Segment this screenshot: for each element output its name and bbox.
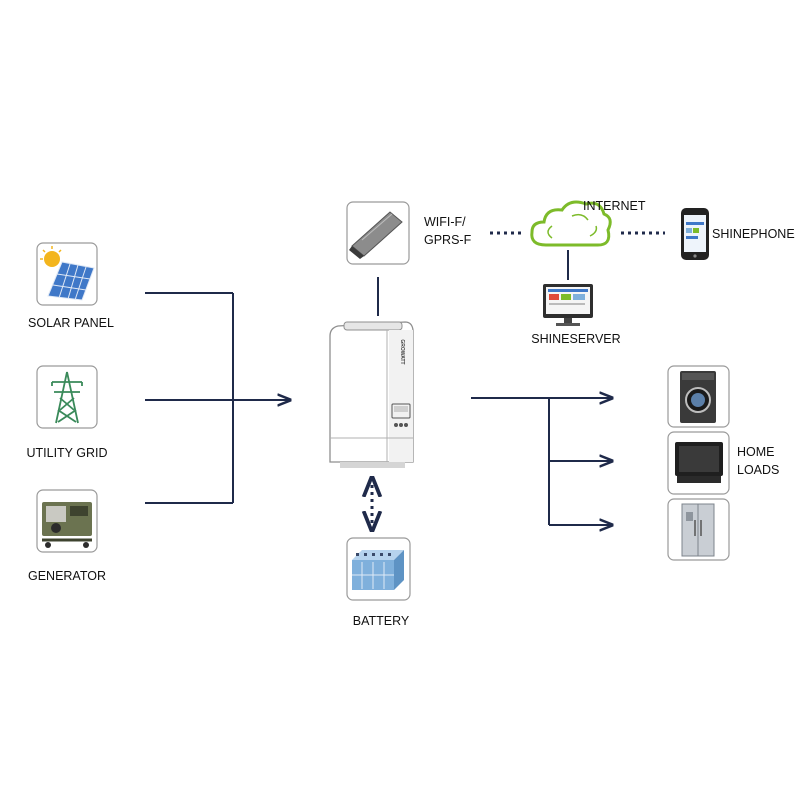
refrigerator-icon	[667, 498, 730, 561]
home-loads-label-line2: LOADS	[737, 463, 779, 477]
battery-label: BATTERY	[353, 614, 410, 628]
solar-panel-icon	[36, 242, 98, 306]
internet-label: INTERNET	[583, 199, 646, 213]
shineserver-label: SHINESERVER	[531, 332, 620, 346]
inverter-icon: GROWATT	[329, 321, 414, 468]
utility-grid-label: UTILITY GRID	[26, 446, 107, 460]
wifi-label-line2: GPRS-F	[424, 233, 472, 247]
generator-label: GENERATOR	[28, 569, 106, 583]
phone-icon	[681, 208, 709, 260]
wifi-module-icon	[346, 201, 410, 265]
load-bus	[471, 398, 612, 525]
cloud-icon	[530, 200, 612, 247]
server-monitor-icon	[543, 284, 593, 326]
generator-icon	[36, 489, 98, 553]
television-icon	[667, 431, 730, 495]
source-bus	[145, 292, 290, 504]
utility-grid-icon	[36, 365, 98, 429]
shinephone-label: SHINEPHONE	[712, 227, 795, 241]
home-loads-label-line1: HOME	[737, 445, 775, 459]
solar-panel-label: SOLAR PANEL	[28, 316, 114, 330]
inverter-brand-label: GROWATT	[399, 339, 405, 364]
wifi-label-line1: WIFI-F/	[424, 215, 466, 229]
washing-machine-icon	[667, 365, 730, 428]
battery-icon	[346, 537, 411, 601]
